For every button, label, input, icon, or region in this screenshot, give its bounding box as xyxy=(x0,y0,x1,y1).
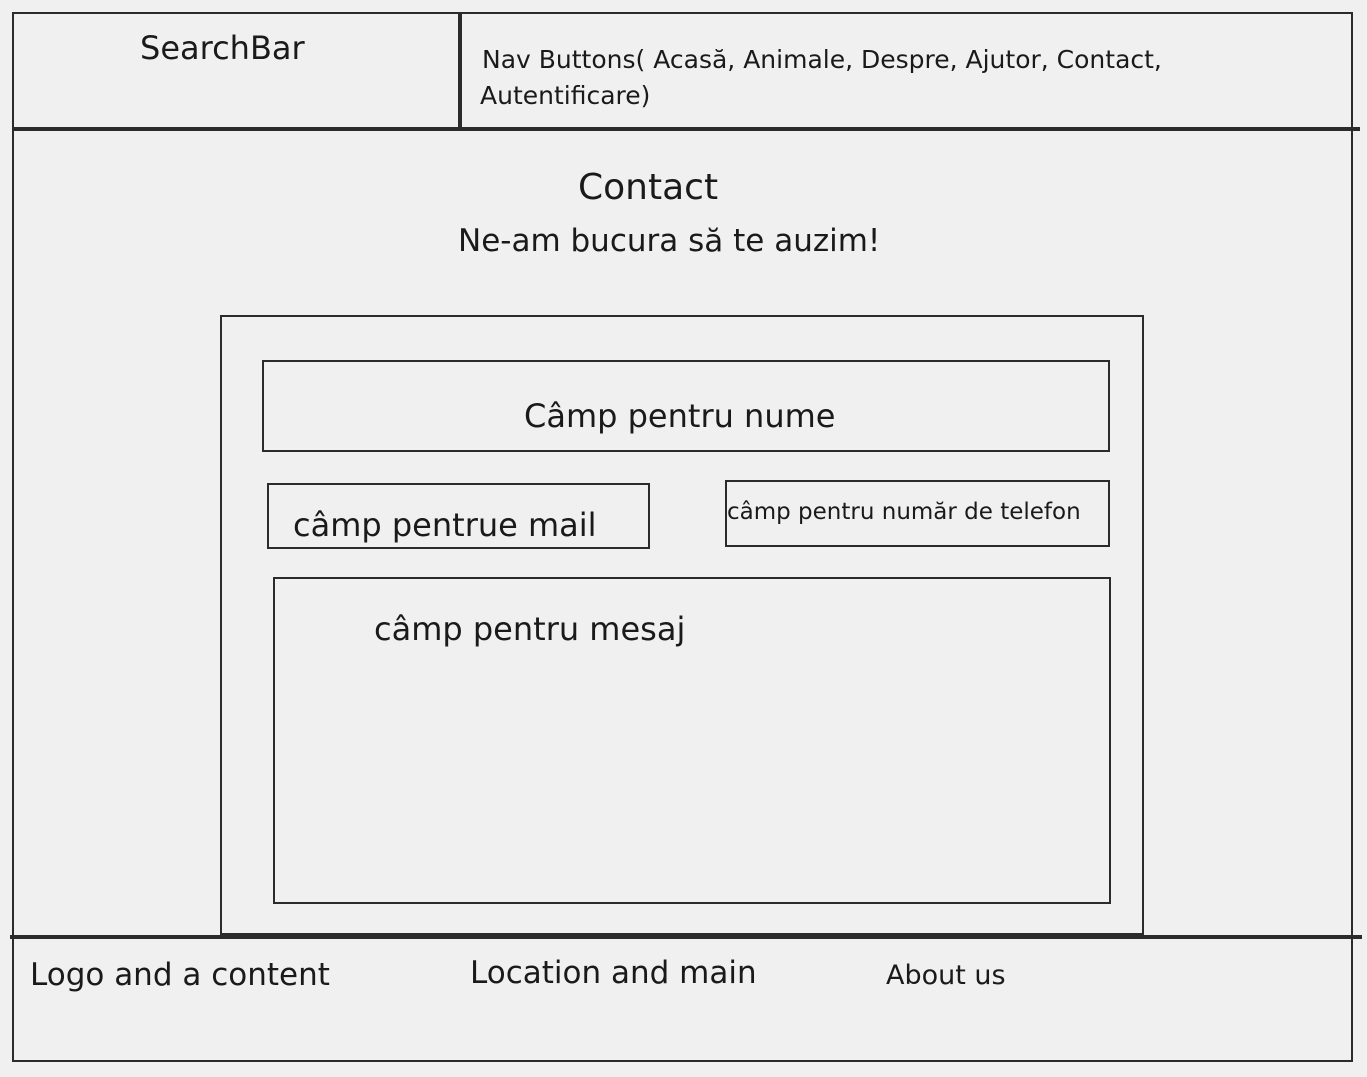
name-field-label: Câmp pentru nume xyxy=(524,397,836,435)
phone-field[interactable]: câmp pentru număr de telefon xyxy=(725,480,1110,547)
message-field-label: câmp pentru mesaj xyxy=(374,610,686,648)
email-field[interactable]: câmp pentrue mail xyxy=(267,483,650,549)
footer-location: Location and main xyxy=(470,955,757,991)
page-subtitle: Ne-am bucura să te auzim! xyxy=(458,223,881,259)
email-field-label: câmp pentrue mail xyxy=(293,506,597,544)
header-divider xyxy=(458,12,462,130)
footer-top-border xyxy=(10,935,1362,939)
header-bottom-border xyxy=(12,127,1360,131)
footer-about-us[interactable]: About us xyxy=(886,960,1006,991)
searchbar[interactable]: SearchBar xyxy=(140,29,305,67)
footer-logo-content: Logo and a content xyxy=(30,957,330,993)
message-field[interactable]: câmp pentru mesaj xyxy=(273,577,1111,904)
contact-form xyxy=(220,315,1144,935)
nav-buttons-line1: Nav Buttons( Acasă, Animale, Despre, Aju… xyxy=(482,45,1162,74)
nav-buttons[interactable]: Nav Buttons( Acasă, Animale, Despre, Aju… xyxy=(480,42,1342,114)
wireframe-frame xyxy=(12,12,1353,1062)
page-title: Contact xyxy=(578,167,719,208)
nav-buttons-line2: Autentificare) xyxy=(480,81,651,110)
phone-field-label: câmp pentru număr de telefon xyxy=(727,499,1081,525)
name-field[interactable]: Câmp pentru nume xyxy=(262,360,1110,452)
